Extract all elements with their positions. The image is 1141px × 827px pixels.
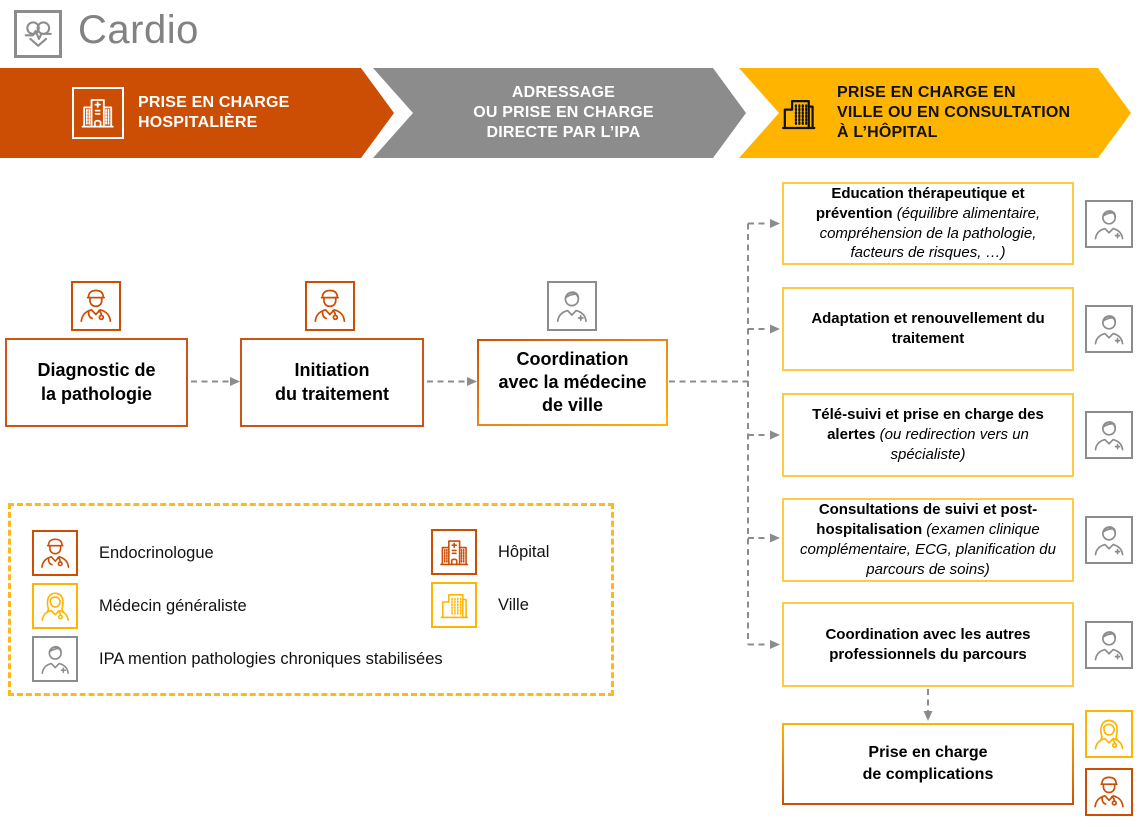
- gp-icon: [32, 583, 78, 629]
- flow-box-line: du traitement: [274, 383, 389, 404]
- hospital-icon: [431, 529, 477, 575]
- legend-label-medecin-generaliste: Médecin généraliste: [99, 597, 247, 615]
- banner-line: HOSPITALIÈRE: [138, 114, 258, 131]
- outcome-italic-text: (ou redirection vers un spécialiste): [879, 426, 1029, 463]
- outcome-italic-text: (examen clinique complémentaire, ECG, pl…: [800, 521, 1056, 578]
- outcome-bold-text: Télé-suivi et prise en charge des alerte…: [812, 406, 1044, 444]
- banner-line: VILLE OU EN CONSULTATION: [837, 103, 1071, 121]
- banner-adressage-ipa: ADRESSAGE OU PRISE EN CHARGE DIRECTE PAR…: [373, 68, 746, 158]
- flow-box-line: de ville: [541, 395, 604, 416]
- ipa-icon: [1085, 305, 1133, 353]
- gp-icon: [1085, 710, 1133, 758]
- endocrinologist-icon: [71, 281, 121, 331]
- heart-pulse-icon: [14, 10, 62, 58]
- ipa-icon: [1085, 621, 1133, 669]
- banner-line: PRISE EN CHARGE EN: [837, 83, 1016, 101]
- flow-box-line: la pathologie: [40, 383, 152, 404]
- banner-line: PRISE EN CHARGE: [138, 93, 290, 111]
- flow-box-line: Prise en charge: [868, 744, 988, 762]
- banner-label: PRISE EN CHARGE HOSPITALIÈRE: [138, 93, 289, 133]
- flow-box-diagnostic: Diagnostic de la pathologie: [5, 338, 188, 427]
- legend-label-ipa: IPA mention pathologies chroniques stabi…: [99, 650, 443, 668]
- endocrinologist-icon: [32, 530, 78, 576]
- flow-box-line: Diagnostic de: [37, 360, 156, 381]
- city-icon: [431, 582, 477, 628]
- ipa-icon: [1085, 200, 1133, 248]
- endocrinologist-icon: [305, 281, 355, 331]
- outcome-bold-text: Adaptation et renouvellement du traiteme…: [811, 310, 1045, 347]
- outcome-box-consultations: Consultations de suivi et post-hospitali…: [782, 498, 1074, 582]
- banner-line: OU PRISE EN CHARGE: [473, 103, 654, 121]
- outcome-bold-text: Consultations de suivi et post-hospitali…: [816, 501, 1038, 539]
- banner-line: DIRECTE PAR L’IPA: [486, 124, 641, 142]
- ipa-icon: [547, 281, 597, 331]
- outcome-box-education: Education thérapeutique et prévention (é…: [782, 182, 1074, 265]
- outcome-box-complications: Prise en charge de complications: [782, 723, 1074, 805]
- flow-box-line: avec la médecine: [498, 371, 647, 392]
- outcome-box-coordination-autres: Coordination avec les autres professionn…: [782, 602, 1074, 687]
- flow-box-line: Initiation: [294, 360, 370, 381]
- banner-prise-en-charge-hospitaliere: PRISE EN CHARGE HOSPITALIÈRE: [0, 68, 394, 158]
- banner-prise-en-charge-ville: PRISE EN CHARGE EN VILLE OU EN CONSULTAT…: [739, 68, 1131, 158]
- ipa-icon: [1085, 516, 1133, 564]
- endocrinologist-icon: [1085, 768, 1133, 816]
- legend-box: Endocrinologue Médecin généraliste IPA m…: [8, 503, 614, 696]
- outcome-italic-text: (équilibre alimentaire, compréhension de…: [819, 204, 1041, 262]
- flow-box-initiation: Initiation du traitement: [240, 338, 424, 427]
- banner-line: À L’HÔPITAL: [837, 124, 938, 142]
- flow-box-line: de complications: [862, 766, 994, 783]
- outcome-box-adaptation: Adaptation et renouvellement du traiteme…: [782, 287, 1074, 371]
- banner-line: ADRESSAGE: [511, 83, 616, 101]
- page-title: Cardio: [78, 8, 199, 52]
- ipa-icon: [32, 636, 78, 682]
- city-icon: [773, 88, 823, 138]
- banner-label: PRISE EN CHARGE EN VILLE OU EN CONSULTAT…: [837, 83, 1070, 143]
- legend-label-ville: Ville: [498, 596, 529, 614]
- outcome-box-telesuivi: Télé-suivi et prise en charge des alerte…: [782, 393, 1074, 477]
- outcome-bold-text: Education thérapeutique et prévention: [815, 184, 1025, 222]
- outcome-bold-text: Coordination avec les autres professionn…: [825, 625, 1031, 663]
- banner-label: ADRESSAGE OU PRISE EN CHARGE DIRECTE PAR…: [473, 83, 654, 143]
- legend-label-endocrinologue: Endocrinologue: [99, 544, 214, 562]
- legend-label-hopital: Hôpital: [498, 543, 550, 561]
- flow-box-coordination: Coordination avec la médecine de ville: [477, 339, 668, 426]
- hospital-icon: [72, 87, 124, 139]
- ipa-icon: [1085, 411, 1133, 459]
- flow-box-line: Coordination: [516, 348, 629, 369]
